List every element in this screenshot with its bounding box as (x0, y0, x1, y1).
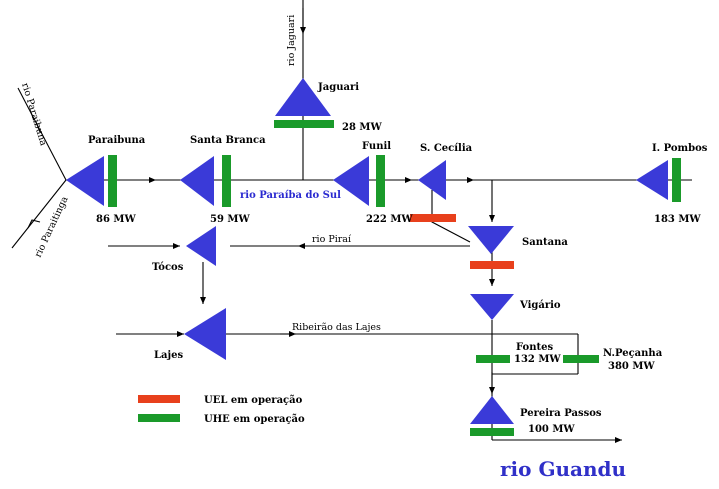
vigario-label: Vigário (519, 300, 561, 311)
vigario-plant-icon (470, 294, 514, 320)
pereira-passos-uhe-bar (470, 428, 514, 436)
ribeirao-lajes-label: Ribeirão das Lajes (292, 322, 381, 333)
nilo-pecanha-uhe-bar (563, 355, 599, 363)
santana-plant-icon (468, 226, 514, 254)
fontes-uhe-bar (476, 355, 510, 363)
funil-plant-icon (333, 156, 369, 206)
jaguari-label: Jaguari (317, 82, 359, 93)
fontes-label: Fontes (516, 342, 553, 353)
lajes-plant-icon (184, 308, 226, 360)
jaguari-power: 28 MW (342, 122, 382, 133)
paraibuna-power: 86 MW (96, 214, 136, 225)
nilo-pecanha-power: 380 MW (608, 361, 655, 372)
legend-uel-swatch (138, 395, 180, 403)
fontes-power: 132 MW (514, 354, 561, 365)
pereira-passos-power: 100 MW (528, 424, 575, 435)
santana-uel-bar (470, 261, 514, 269)
plant-triangles (66, 78, 668, 424)
tocos-plant-icon (186, 226, 216, 266)
santa-branca-power: 59 MW (210, 214, 250, 225)
ilha-pombos-plant-icon (636, 160, 668, 200)
paraibuna-label: Paraibuna (88, 135, 146, 146)
legend: UEL em operação UHE em operação (138, 395, 305, 425)
ilha-pombos-label: I. Pombos (652, 143, 708, 154)
ilha-pombos-uhe-bar (672, 158, 681, 202)
santa-cecilia-plant-icon (418, 160, 446, 200)
tocos-label: Tócos (152, 262, 184, 273)
paraibuna-river-line (17, 87, 67, 181)
funil-uhe-bar (376, 155, 385, 207)
paraitinga-arrow (27, 219, 41, 229)
santa-cecilia-label: S. Cecília (420, 143, 473, 154)
pereira-passos-label: Pereira Passos (520, 408, 602, 419)
rio-guandu-label: rio Guandu (500, 457, 626, 481)
ilha-pombos-power: 183 MW (654, 214, 701, 225)
santana-label: Santana (522, 237, 568, 248)
legend-uel-label: UEL em operação (204, 395, 303, 406)
plant-labels: Paraibuna 86 MW Santa Branca 59 MW Jagua… (88, 82, 708, 435)
jaguari-uhe-bar (274, 120, 334, 128)
santa-branca-plant-icon (180, 156, 214, 206)
paraibuna-arrow (29, 109, 41, 133)
nilo-pecanha-label: N.Peçanha (603, 348, 663, 359)
paraitinga-river-line (11, 179, 67, 249)
legend-uhe-swatch (138, 414, 180, 422)
santa-branca-label: Santa Branca (190, 135, 266, 146)
status-bars (108, 120, 681, 436)
legend-uhe-label: UHE em operação (204, 414, 305, 425)
paraibuna-plant-icon (66, 156, 104, 206)
rio-paraiba-do-sul-label: rio Paraíba do Sul (240, 190, 341, 201)
paraibuna-uhe-bar (108, 155, 117, 207)
rio-paraibuna-label: rio Paraibuna (19, 82, 49, 148)
funil-label: Funil (362, 141, 391, 152)
pereira-passos-plant-icon (470, 396, 514, 424)
santa-cecilia-uel-bar (410, 214, 456, 222)
rio-pirai-label: rio Piraí (312, 234, 352, 245)
lajes-label: Lajes (154, 350, 183, 361)
santa-branca-uhe-bar (222, 155, 231, 207)
rio-paraitinga-label: rio Paraitinga (33, 195, 71, 260)
rio-jaguari-label: rio Jaguari (286, 15, 297, 66)
funil-power: 222 MW (366, 214, 413, 225)
jaguari-plant-icon (275, 78, 331, 116)
